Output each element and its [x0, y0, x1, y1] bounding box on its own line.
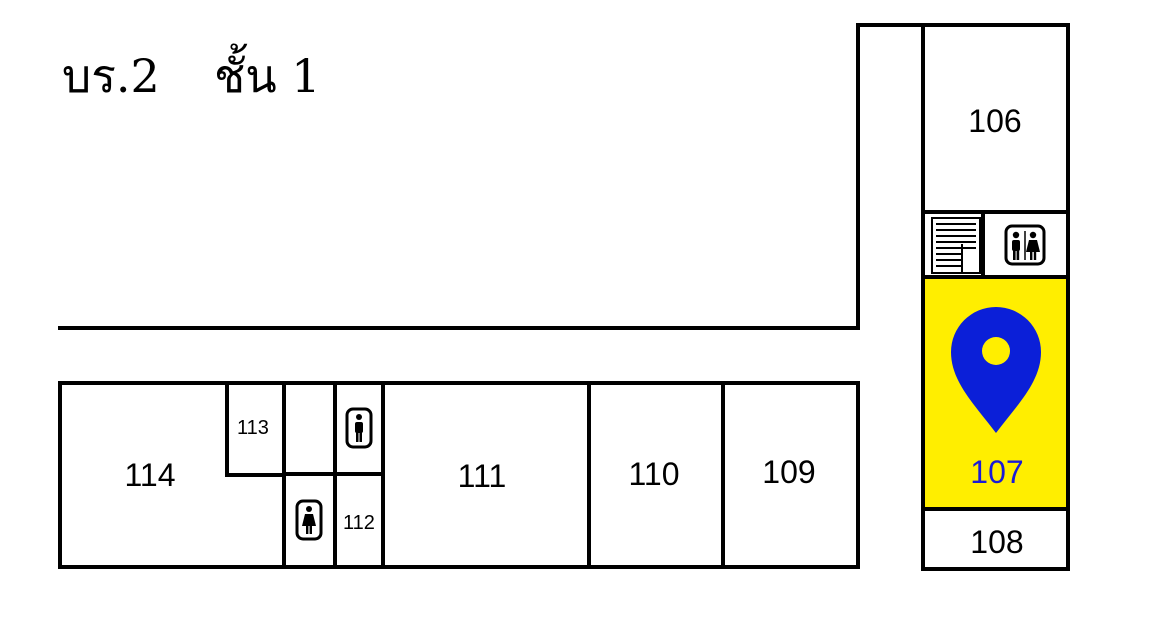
male-restroom-icon — [345, 407, 373, 449]
room-108-label: 108 — [970, 524, 1023, 560]
female-restroom-icon — [295, 499, 323, 541]
bottom-wing-outline — [58, 381, 860, 569]
room-109-label: 109 — [762, 454, 815, 490]
restroom-icon — [1004, 224, 1046, 266]
room-108[interactable]: 108 — [921, 507, 1070, 571]
location-pin-icon — [951, 307, 1041, 433]
room-107[interactable]: 107 — [921, 275, 1070, 511]
room-112-label: 112 — [343, 512, 375, 534]
room-111-label: 111 — [458, 458, 507, 494]
stairs-area — [921, 210, 985, 279]
female-restroom[interactable] — [295, 499, 323, 541]
room-110-label: 110 — [628, 456, 679, 492]
corridor-wall — [58, 23, 1068, 330]
room-113[interactable]: 113 — [225, 383, 284, 477]
room-110[interactable]: 110 — [628, 383, 725, 567]
room-109[interactable]: 109 — [762, 454, 815, 490]
room-112[interactable]: 112 — [343, 512, 375, 534]
room-113-label: 113 — [237, 417, 269, 439]
room-106[interactable]: 106 — [921, 23, 1070, 214]
stairs-icon — [931, 217, 981, 274]
room-107-label: 107 — [970, 454, 1023, 490]
male-restroom[interactable] — [345, 407, 373, 449]
bathroom-cluster-walls — [282, 383, 385, 567]
room-114[interactable]: 114 — [124, 457, 175, 493]
floor-label: ชั้น 1 — [214, 43, 321, 103]
restroom-area[interactable] — [981, 210, 1070, 279]
room-111[interactable]: 111 — [458, 383, 591, 567]
building-label: บร.2 — [62, 49, 160, 103]
room-114-label: 114 — [124, 457, 175, 493]
room-106-label: 106 — [968, 103, 1021, 139]
